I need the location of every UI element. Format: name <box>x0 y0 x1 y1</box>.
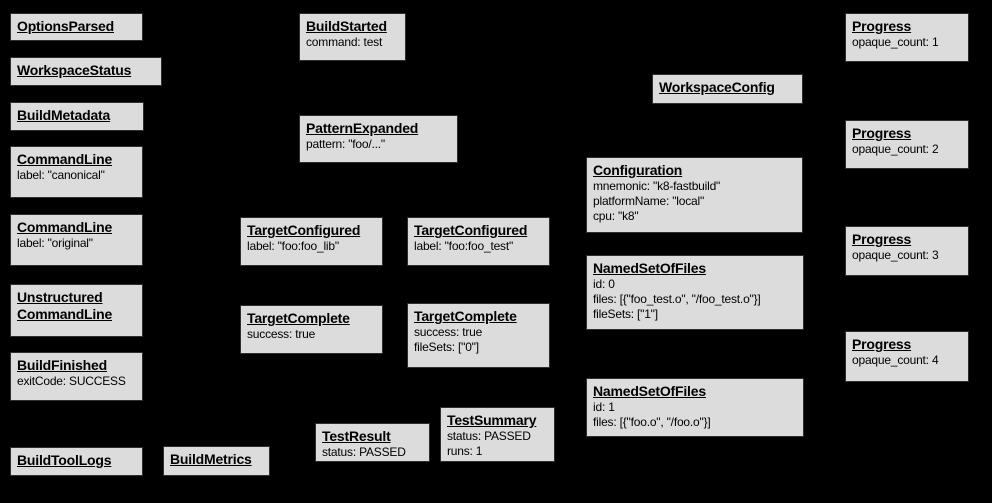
node-field: label: "original" <box>17 236 93 250</box>
event-node-workspaceconfig: WorkspaceConfig <box>652 74 803 104</box>
node-title: PatternExpanded <box>306 120 419 136</box>
node-field: mnemonic: "k8-fastbuild" <box>593 179 721 193</box>
node-title: Progress <box>852 231 912 247</box>
node-title: NamedSetOfFiles <box>593 383 706 399</box>
event-node-buildstarted: BuildStarted command: test <box>299 13 406 61</box>
node-title: Configuration <box>593 162 683 178</box>
event-node-testsummary: TestSummary status: PASSED runs: 1 <box>440 407 555 462</box>
event-node-targetconfigured-foo-test: TargetConfigured label: "foo:foo_test" <box>407 217 550 266</box>
node-title: BuildMetrics <box>170 451 252 467</box>
node-field: runs: 1 <box>447 444 483 458</box>
node-title: TargetComplete <box>414 308 517 324</box>
node-field: opaque_count: 3 <box>852 248 939 262</box>
event-node-unstructuredcommandline: Unstructured CommandLine <box>10 284 143 337</box>
event-node-targetcomplete-foo-lib: TargetComplete success: true <box>240 305 383 354</box>
node-title: NamedSetOfFiles <box>593 260 706 276</box>
node-title: TargetConfigured <box>414 222 528 238</box>
node-title: Unstructured CommandLine <box>17 289 113 322</box>
node-field: fileSets: ["1"] <box>593 307 658 321</box>
node-field: opaque_count: 2 <box>852 142 939 156</box>
node-title: CommandLine <box>17 219 113 235</box>
node-title: CommandLine <box>17 151 113 167</box>
node-title: Progress <box>852 336 912 352</box>
node-field: opaque_count: 1 <box>852 35 939 49</box>
node-field: label: "foo:foo_lib" <box>247 239 339 253</box>
node-field: pattern: "foo/..." <box>306 137 385 151</box>
node-title: BuildStarted <box>306 18 387 34</box>
node-field: exitCode: SUCCESS <box>17 374 126 388</box>
event-node-workspacestatus: WorkspaceStatus <box>10 57 162 86</box>
node-field: label: "canonical" <box>17 168 105 182</box>
event-node-namedsetoffiles-1: NamedSetOfFiles id: 1 files: [{"foo.o", … <box>586 378 804 437</box>
node-title: TargetComplete <box>247 310 350 326</box>
node-title: Progress <box>852 18 912 34</box>
event-node-targetcomplete-foo-test: TargetComplete success: true fileSets: [… <box>407 303 550 368</box>
node-field: platformName: "local" <box>593 194 705 208</box>
node-title: BuildFinished <box>17 357 107 373</box>
event-node-buildmetrics: BuildMetrics <box>163 446 270 476</box>
event-node-progress-4: Progress opaque_count: 4 <box>845 331 969 382</box>
node-field: opaque_count: 4 <box>852 353 939 367</box>
event-node-targetconfigured-foo-lib: TargetConfigured label: "foo:foo_lib" <box>240 217 383 266</box>
node-title: Progress <box>852 125 912 141</box>
node-title: TargetConfigured <box>247 222 361 238</box>
node-field: cpu: "k8" <box>593 209 639 223</box>
event-node-buildfinished: BuildFinished exitCode: SUCCESS <box>10 352 143 401</box>
node-title: OptionsParsed <box>17 18 114 34</box>
event-node-namedsetoffiles-0: NamedSetOfFiles id: 0 files: [{"foo_test… <box>586 255 804 330</box>
event-node-buildmetadata: BuildMetadata <box>10 102 144 131</box>
event-node-commandline-canonical: CommandLine label: "canonical" <box>10 146 143 198</box>
node-title: TestSummary <box>447 412 537 428</box>
event-node-optionsparsed: OptionsParsed <box>10 13 143 41</box>
node-title: WorkspaceStatus <box>17 62 132 78</box>
event-node-progress-3: Progress opaque_count: 3 <box>845 226 969 276</box>
event-node-progress-2: Progress opaque_count: 2 <box>845 120 969 169</box>
node-field: label: "foo:foo_test" <box>414 239 514 253</box>
event-node-progress-1: Progress opaque_count: 1 <box>845 13 969 62</box>
node-title: WorkspaceConfig <box>659 79 775 95</box>
node-field: command: test <box>306 35 383 49</box>
node-field: files: [{"foo.o", "/foo.o"}] <box>593 415 711 429</box>
event-node-testresult: TestResult status: PASSED <box>315 423 430 462</box>
node-field: id: 1 <box>593 400 615 414</box>
event-node-patternexpanded: PatternExpanded pattern: "foo/..." <box>299 115 458 163</box>
node-field: success: true <box>414 325 483 339</box>
node-field: fileSets: ["0"] <box>414 340 479 354</box>
node-field: id: 0 <box>593 277 615 291</box>
node-title: BuildMetadata <box>17 107 111 123</box>
event-node-configuration: Configuration mnemonic: "k8-fastbuild" p… <box>586 157 803 233</box>
node-title: TestResult <box>322 428 391 444</box>
event-node-commandline-original: CommandLine label: "original" <box>10 214 143 266</box>
node-field: files: [{"foo_test.o", "/foo_test.o"}] <box>593 292 761 306</box>
event-node-buildtoollogs: BuildToolLogs <box>10 447 143 476</box>
node-field: status: PASSED <box>447 429 531 443</box>
node-field: status: PASSED <box>322 445 406 459</box>
node-title: BuildToolLogs <box>17 452 112 468</box>
node-field: success: true <box>247 327 316 341</box>
